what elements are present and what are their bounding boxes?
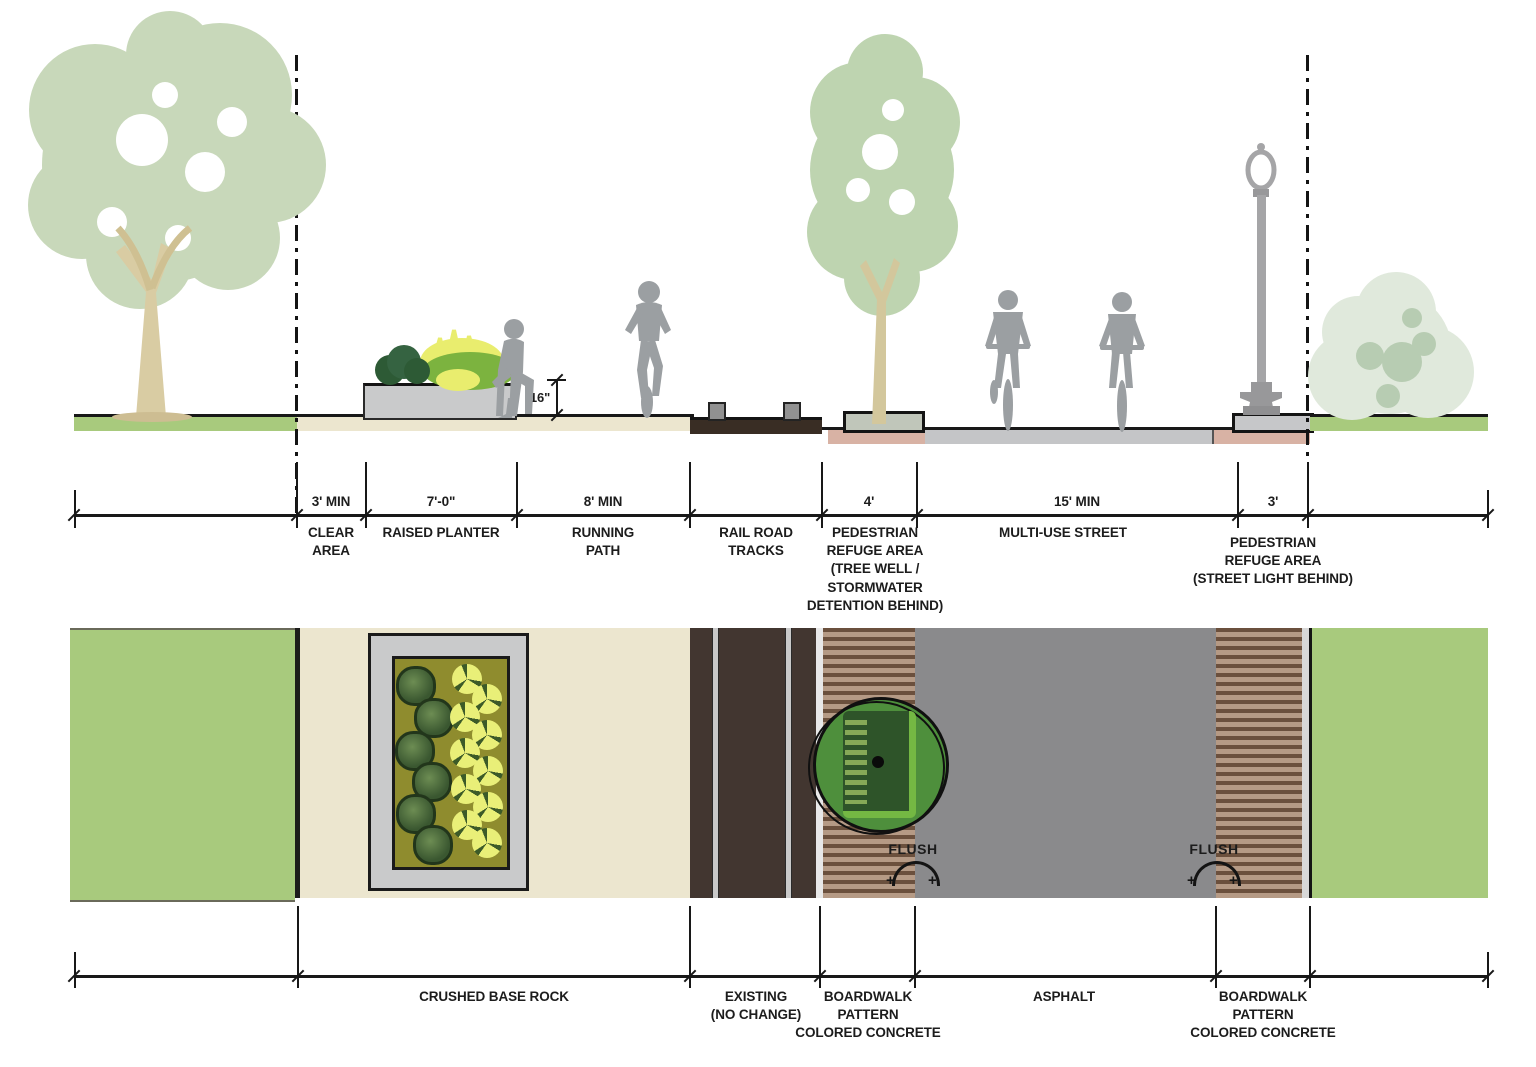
rail-line <box>785 628 792 898</box>
rail-line <box>712 628 719 898</box>
runner-icon <box>625 281 671 418</box>
dim-value: 3' <box>1267 494 1279 509</box>
bush-icon <box>1308 272 1474 420</box>
material-label-boardwalk-right: BOARDWALK PATTERN COLORED CONCRETE <box>1190 989 1336 1041</box>
plan-divider <box>295 628 300 898</box>
flush-plus-right: + <box>1229 872 1238 889</box>
crushed-rock-strip <box>297 417 693 431</box>
dim-value: 15' MIN <box>1053 494 1101 509</box>
plan-edge-stripe <box>1302 628 1312 898</box>
dim-label-refuge-treewell: PEDESTRIAN REFUGE AREA (TREE WELL / STOR… <box>806 525 944 613</box>
dim-label-railroad: RAIL ROAD TRACKS <box>719 525 793 559</box>
treewell-grate-stripes <box>845 720 867 804</box>
plan-grass-left <box>70 628 295 902</box>
planter-height-label: 16" <box>529 390 551 405</box>
treewell-circle-outline <box>808 701 945 835</box>
planter-height-dim-line <box>556 380 558 417</box>
dim-label-running-path: RUNNING PATH <box>571 525 635 559</box>
refuge-strip-left <box>828 430 925 444</box>
dim-value: 8' MIN <box>583 494 623 509</box>
dim-label-clear-area: CLEAR AREA <box>308 525 354 559</box>
grass-strip-right <box>1310 417 1488 431</box>
flush-plus-right: + <box>928 872 937 889</box>
dim-value: 4' <box>863 494 875 509</box>
rail-post <box>783 402 801 421</box>
flush-label: FLUSH <box>1189 841 1239 857</box>
street-light-icon <box>1240 143 1282 415</box>
flush-label: FLUSH <box>888 841 938 857</box>
flush-plus-left: + <box>1187 872 1196 889</box>
treewell-center-dot <box>872 756 884 768</box>
person-leaning-icon <box>492 319 534 418</box>
cyclist-icon <box>1099 292 1145 432</box>
plant-icon <box>472 828 502 858</box>
material-label-asphalt: ASPHALT <box>1032 989 1096 1004</box>
plan-asphalt <box>915 628 1216 898</box>
material-label-existing: EXISTING (NO CHANGE) <box>710 989 802 1023</box>
plan-boardwalk-right <box>1216 628 1302 898</box>
ground-line-right <box>1310 414 1488 417</box>
railroad-elevation <box>690 417 822 434</box>
dim-label-refuge-light: PEDESTRIAN REFUGE AREA (STREET LIGHT BEH… <box>1193 535 1353 587</box>
dim-label-raised-planter: RAISED PLANTER <box>382 525 500 540</box>
dim-value: 7'-0" <box>426 494 456 509</box>
median-tree-icon <box>807 34 960 424</box>
property-line-left <box>295 55 298 520</box>
property-line-right <box>1306 55 1309 457</box>
dim-label-multi-use: MULTI-USE STREET <box>999 525 1127 540</box>
shrub-icon <box>413 825 453 865</box>
plan-grass-right <box>1312 628 1488 898</box>
large-tree-icon <box>28 11 326 422</box>
street-top-line <box>822 427 1310 430</box>
flush-plus-left: + <box>886 872 895 889</box>
cyclist-icon <box>985 290 1031 431</box>
asphalt-strip-elevation <box>925 430 1214 444</box>
plan-railroad <box>690 628 823 898</box>
refuge-strip-right <box>1214 430 1310 444</box>
dim-value: 3' MIN <box>311 494 351 509</box>
rail-post <box>708 402 726 421</box>
material-label-crushed-rock: CRUSHED BASE ROCK <box>419 989 569 1004</box>
material-label-boardwalk-left: BOARDWALK PATTERN COLORED CONCRETE <box>795 989 941 1041</box>
